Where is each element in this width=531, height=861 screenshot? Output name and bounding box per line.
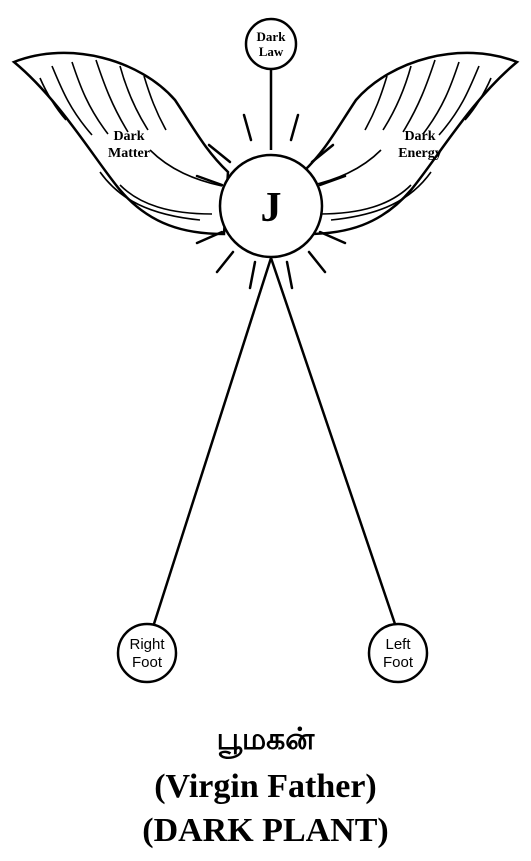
dark-plant-diagram: Dark Law Dark Matter Dark Energy J Right… [0,0,531,720]
left-foot-line [271,258,396,627]
right-foot-line2: Foot [132,654,163,671]
caption-tamil: பூமகன் [0,722,531,761]
right-foot-line [153,258,271,627]
top-node-line1: Dark [257,29,287,44]
top-node-line2: Law [259,44,284,59]
left-foot-circle [369,624,427,682]
left-foot-line2: Foot [383,654,414,671]
center-node-label: J [261,185,282,231]
left-foot-line1: Left [385,636,411,653]
caption-virgin-father: (Virgin Father) [0,768,531,806]
right-wing-label-line2: Energy [398,146,442,161]
right-wing-label-line1: Dark [404,129,435,144]
left-wing-label-line1: Dark [113,129,144,144]
caption-dark-plant: (DARK PLANT) [0,812,531,850]
right-foot-line1: Right [129,636,165,653]
left-wing-label-line2: Matter [108,146,150,161]
right-foot-circle [118,624,176,682]
